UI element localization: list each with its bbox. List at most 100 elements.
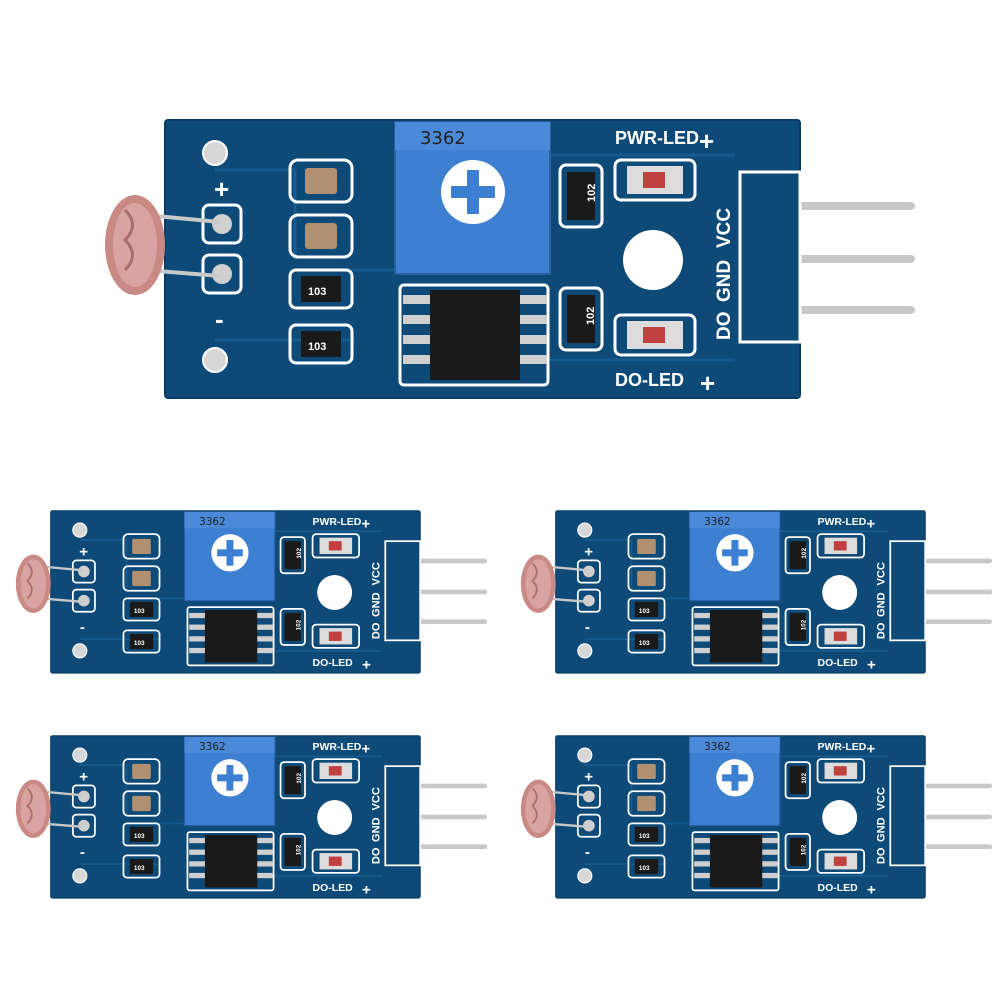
pwr-led-label: PWR-LED [818,517,867,528]
sensor-board-graphic: + - 103 103 3362 [520,510,993,674]
photoresistor [520,554,588,613]
pin-label-vcc: VCC [714,208,735,248]
pin-label-vcc: VCC [370,787,382,810]
svg-text:+: + [362,656,371,673]
resistor-code: 103 [134,608,145,615]
pin-label-gnd: GND [875,817,887,842]
comparator-ic [186,831,275,892]
svg-text:-: - [215,304,224,334]
mounting-hole [72,868,88,884]
svg-text:-: - [585,844,590,861]
photoresistor [520,779,588,838]
pwr-led-label: PWR-LED [818,742,867,753]
trimpot: 3362 [183,511,276,602]
do-led-label: DO-LED [818,658,859,669]
pot-code: 3362 [704,741,731,753]
svg-text:+: + [700,368,715,398]
photoresistor [15,554,83,613]
comparator-ic [398,283,550,387]
svg-text:+: + [362,881,371,898]
sensor-board-graphic: + - 103 103 3362 [105,119,915,399]
svg-text:+: + [867,656,876,673]
resistor-code: 102 [295,619,302,630]
resistor-code: 102 [800,844,807,855]
pin-label-do: DO [370,622,382,639]
comparator-ic [691,831,780,892]
resistor-code: 102 [296,548,303,559]
mounting-hole [577,747,593,763]
svg-text:+: + [867,881,876,898]
pot-code: 3362 [199,741,226,753]
mounting-hole-large [317,575,353,610]
svg-text:+: + [361,515,370,532]
resistor-code: 103 [134,865,145,872]
svg-text:+: + [79,543,88,560]
svg-text:+: + [361,740,370,757]
pin-label-vcc: VCC [370,562,382,585]
svg-text:-: - [80,619,85,636]
pwr-led-label: PWR-LED [313,742,362,753]
mounting-hole-large [317,800,353,835]
trimpot: 3362 [183,736,276,827]
do-led-label: DO-LED [313,883,354,894]
svg-text:+: + [866,740,875,757]
sensor-board-large: + - 103 103 3362 [95,110,920,410]
pot-code: 3362 [199,516,226,528]
mounting-hole [72,747,88,763]
do-led-label: DO-LED [313,658,354,669]
do-led-label: DO-LED [615,370,684,390]
svg-text:+: + [214,174,229,204]
resistor-code: 103 [639,608,650,615]
resistor-code: 103 [308,341,326,353]
svg-text:+: + [699,126,714,156]
mounting-hole [72,522,88,538]
mounting-hole [202,347,228,373]
comparator-ic [186,606,275,667]
resistor-code: 103 [308,286,326,298]
trimpot: 3362 [688,511,781,602]
pin-label-gnd: GND [875,592,887,617]
pin-label-gnd: GND [370,592,382,617]
photoresistor [105,195,221,295]
mounting-hole-large [822,800,858,835]
trimpot: 3362 [688,736,781,827]
resistor-code: 103 [134,640,145,647]
mounting-hole [577,643,593,659]
resistor-code: 103 [639,865,650,872]
sensor-board-small: + - 103 103 3362 [10,505,490,680]
svg-text:+: + [584,543,593,560]
mounting-hole-large [822,575,858,610]
mounting-hole [72,643,88,659]
photoresistor [15,779,83,838]
comparator-ic [691,606,780,667]
svg-text:+: + [866,515,875,532]
resistor-code: 103 [134,833,145,840]
sensor-board-small: + - 103 103 3362 [515,730,995,905]
pin-label-do: DO [714,312,735,341]
resistor-code: 102 [296,773,303,784]
sensor-board-graphic: + - 103 103 3362 [520,735,993,899]
svg-text:-: - [585,619,590,636]
do-led-label: DO-LED [818,883,859,894]
resistor-code: 103 [639,640,650,647]
resistor-code: 102 [801,773,808,784]
pin-label-gnd: GND [370,817,382,842]
pin-label-vcc: VCC [875,787,887,810]
resistor-code: 102 [586,184,598,202]
pin-label-do: DO [875,622,887,639]
resistor-code: 102 [585,307,597,325]
svg-text:+: + [79,768,88,785]
mounting-hole-large [623,230,683,290]
sensor-board-graphic: + - 103 103 3362 [15,510,488,674]
resistor-code: 102 [800,619,807,630]
pin-label-do: DO [875,847,887,864]
resistor-code: 102 [801,548,808,559]
resistor-code: 102 [295,844,302,855]
trimpot: 3362 [394,121,551,275]
pot-code: 3362 [704,516,731,528]
pin-label-do: DO [370,847,382,864]
svg-text:+: + [584,768,593,785]
svg-text:-: - [80,844,85,861]
pin-label-vcc: VCC [875,562,887,585]
